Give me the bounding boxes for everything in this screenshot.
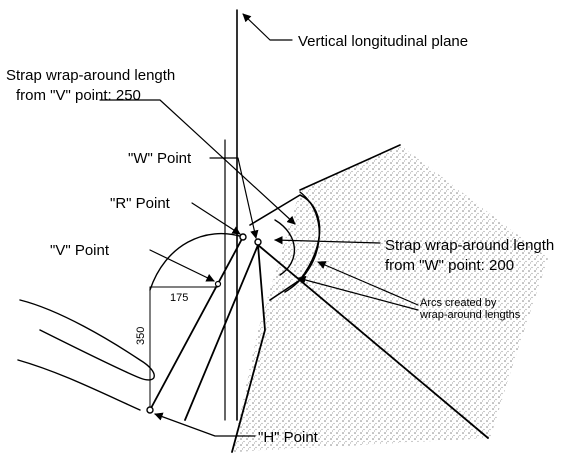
leader-strap-v [99,99,296,225]
label-vertical-plane: Vertical longitudinal plane [298,33,468,50]
leader-w-point [209,157,259,239]
leader-h-point [154,412,256,437]
leader-r-point [191,202,241,235]
label-strap-w-2: from "W" point: 200 [385,257,514,274]
label-dim-350: 350 [135,327,147,345]
label-arcs-2: wrap-around lengths [419,309,521,321]
leader-vertical-plane [242,13,293,41]
label-strap-v-2: from "V" point: 250 [16,87,141,104]
label-dim-175: 175 [170,292,188,304]
torso-line-inner [184,244,266,453]
seat-back-top-edge [299,144,401,191]
label-h-point: "H" Point [258,429,319,446]
leader-arcs-2 [297,275,419,311]
w-point-marker [254,238,262,246]
label-w-point: "W" Point [128,150,192,167]
label-strap-v-1: Strap wrap-around length [6,67,175,84]
head-form-arc [149,232,244,291]
label-arcs-1: Arcs created by [420,297,497,309]
h-point-marker [146,406,154,414]
leader-strap-w [274,236,381,245]
wrap-line-long [257,244,489,439]
v-point-marker [214,280,222,288]
body-outline-upper [19,299,155,381]
wrap-arc-small [274,219,296,276]
leader-v-point [149,249,215,282]
body-outline-lower [17,359,141,411]
label-v-point: "V" Point [50,242,110,259]
r-point-marker [239,233,247,241]
leader-arcs-1 [317,261,419,306]
seat-back-stippled [232,145,548,452]
label-r-point: "R" Point [110,195,171,212]
torso-line-outer [149,236,244,411]
label-strap-w-1: Strap wrap-around length [385,237,554,254]
